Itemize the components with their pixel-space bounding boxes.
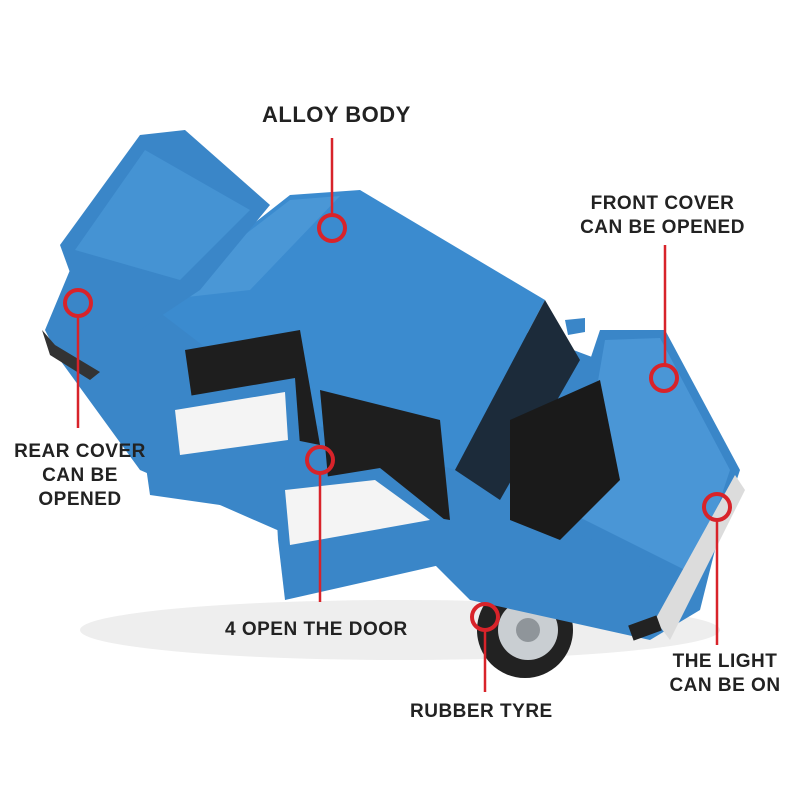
label-alloy-body: ALLOY BODY (262, 102, 411, 127)
marker-alloy-body (317, 213, 347, 243)
label-doors: 4 OPEN THE DOOR (225, 619, 408, 640)
label-tyre: RUBBER TYRE (410, 701, 553, 722)
marker-light (702, 492, 732, 522)
label-rear-cover: REAR COVER CAN BE OPENED (14, 441, 146, 510)
label-light: THE LIGHT CAN BE ON (669, 651, 781, 696)
windshield (455, 300, 580, 500)
marker-door (305, 445, 335, 475)
engine-bay (510, 380, 620, 540)
marker-rear-cover (63, 288, 93, 318)
front-bumper (655, 475, 745, 640)
marker-front-cover (649, 363, 679, 393)
label-front-cover: FRONT COVER CAN BE OPENED (580, 193, 745, 238)
callout-lines (76, 138, 719, 692)
marker-tyre (470, 602, 500, 632)
